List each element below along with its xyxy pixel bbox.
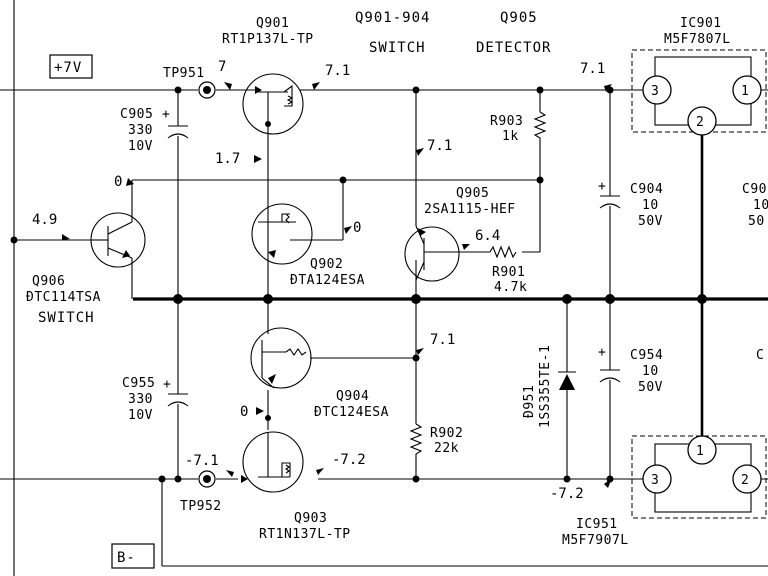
- voltage-q901-base: 1.7: [215, 151, 240, 167]
- d951-part: 1SS355TE-1: [538, 345, 553, 428]
- rail-pos-label: +7V: [54, 60, 82, 76]
- svg-text:+: +: [598, 179, 606, 194]
- q905-symbol: [404, 225, 460, 282]
- voltage-q905-base: 6.4: [475, 228, 500, 244]
- junction-dots: [10, 86, 707, 483]
- q904-symbol: [250, 327, 312, 389]
- r901-ref: R901: [492, 265, 525, 280]
- c95x-ref: C: [756, 348, 764, 363]
- q906-ref: Q906: [32, 274, 65, 289]
- switch-range-label: Q901-904: [355, 10, 430, 26]
- voltage-markers: [62, 82, 612, 488]
- r901-symbol: [489, 245, 517, 259]
- voltage-q903-base: 0: [240, 404, 248, 420]
- q901-part: RT1P137L-TP: [222, 32, 314, 47]
- r901-value: 4.7k: [494, 280, 527, 295]
- voltage-tp952: -7.1: [185, 453, 219, 469]
- rail-neg-box: [111, 543, 155, 569]
- voltage-q902-base: 0: [353, 220, 361, 236]
- c905-ref: C905: [120, 107, 153, 122]
- voltage-ic901-input: 7.1: [580, 61, 605, 77]
- tp952-symbol: [198, 470, 216, 488]
- switch-function-label: SWITCH: [369, 40, 426, 56]
- rail-pos-box: [49, 54, 93, 79]
- q903-part: RT1N137L-TP: [259, 527, 351, 542]
- q902-ref: Q902: [310, 257, 343, 272]
- r902-value: 22k: [434, 441, 459, 456]
- ic901-symbol: [610, 49, 767, 136]
- d951-symbol: [558, 371, 576, 390]
- voltage-q906-collector: 0: [114, 174, 122, 190]
- ic901-pin3: 3: [651, 84, 659, 99]
- c90x-ref: C90: [742, 182, 767, 197]
- c90x-value: 10: [753, 198, 768, 213]
- q906-function: SWITCH: [38, 310, 95, 326]
- ic951-pin3: 3: [651, 473, 659, 488]
- c955-voltage: 10V: [128, 408, 153, 423]
- c904-symbol: +: [598, 179, 621, 209]
- ic901-ref: IC901: [680, 16, 722, 31]
- ic951-pin2: 2: [741, 473, 749, 488]
- r902-ref: R902: [430, 426, 463, 441]
- voltage-q903-collector: -7.2: [332, 452, 366, 468]
- q901-symbol: [238, 73, 318, 135]
- voltage-q905-emitter: 7.1: [427, 138, 452, 154]
- ic901-part: M5F7807L: [664, 32, 731, 47]
- q906-part: ĐTC114TSA: [26, 290, 101, 305]
- r903-value: 1k: [502, 129, 519, 144]
- q905-part: 2SA1115-HEF: [424, 202, 516, 217]
- r903-ref: R903: [490, 114, 523, 129]
- ic951-ref: IC951: [576, 517, 618, 532]
- voltage-q904-base: 7.1: [430, 332, 455, 348]
- voltage-q901-collector: 7.1: [325, 63, 350, 79]
- c954-ref: C954: [630, 348, 663, 363]
- q905-ref: Q905: [456, 186, 489, 201]
- q901-ref: Q901: [256, 16, 289, 31]
- ic951-pin1: 1: [696, 444, 704, 459]
- r902-symbol: [409, 423, 423, 456]
- svg-text:+: +: [598, 345, 606, 360]
- tp951-label: TP951: [163, 66, 205, 81]
- c905-symbol: +: [162, 107, 189, 139]
- q904-part: ĐTC124ESA: [314, 405, 389, 420]
- c905-value: 330: [128, 123, 153, 138]
- svg-text:+: +: [162, 107, 170, 122]
- c955-ref: C955: [122, 376, 155, 391]
- q904-ref: Q904: [336, 389, 369, 404]
- c90x-voltage: 50: [748, 214, 765, 229]
- ic901-pin1: 1: [741, 84, 749, 99]
- c954-voltage: 50V: [638, 380, 663, 395]
- c955-value: 330: [128, 392, 153, 407]
- voltage-q906-base: 4.9: [32, 212, 57, 228]
- c904-ref: C904: [630, 182, 663, 197]
- detector-ref-label: Q905: [500, 10, 538, 26]
- voltage-ic951-input: -7.2: [550, 486, 584, 502]
- ic901-pin2: 2: [696, 115, 704, 130]
- q903-symbol: [241, 431, 304, 493]
- ic951-symbol: [610, 435, 767, 519]
- svg-text:+: +: [163, 377, 171, 392]
- c904-voltage: 50V: [638, 214, 663, 229]
- voltage-tp951: 7: [218, 59, 226, 75]
- c955-symbol: +: [163, 377, 189, 407]
- q902-part: ĐTA124ESA: [290, 273, 365, 288]
- tp951-symbol: [198, 81, 216, 99]
- d951-ref: Đ951: [522, 385, 537, 418]
- detector-function-label: DETECTOR: [476, 40, 551, 56]
- ic951-part: M5F7907L: [562, 533, 629, 548]
- q902-symbol: [251, 203, 313, 265]
- c954-value: 10: [642, 364, 659, 379]
- r903-symbol: [533, 111, 547, 142]
- q903-ref: Q903: [294, 511, 327, 526]
- c954-symbol: +: [598, 345, 621, 383]
- rail-neg-label: B-: [117, 550, 136, 566]
- c904-value: 10: [642, 198, 659, 213]
- q906-symbol: [90, 212, 146, 268]
- tp952-label: TP952: [180, 499, 222, 514]
- c905-voltage: 10V: [128, 139, 153, 154]
